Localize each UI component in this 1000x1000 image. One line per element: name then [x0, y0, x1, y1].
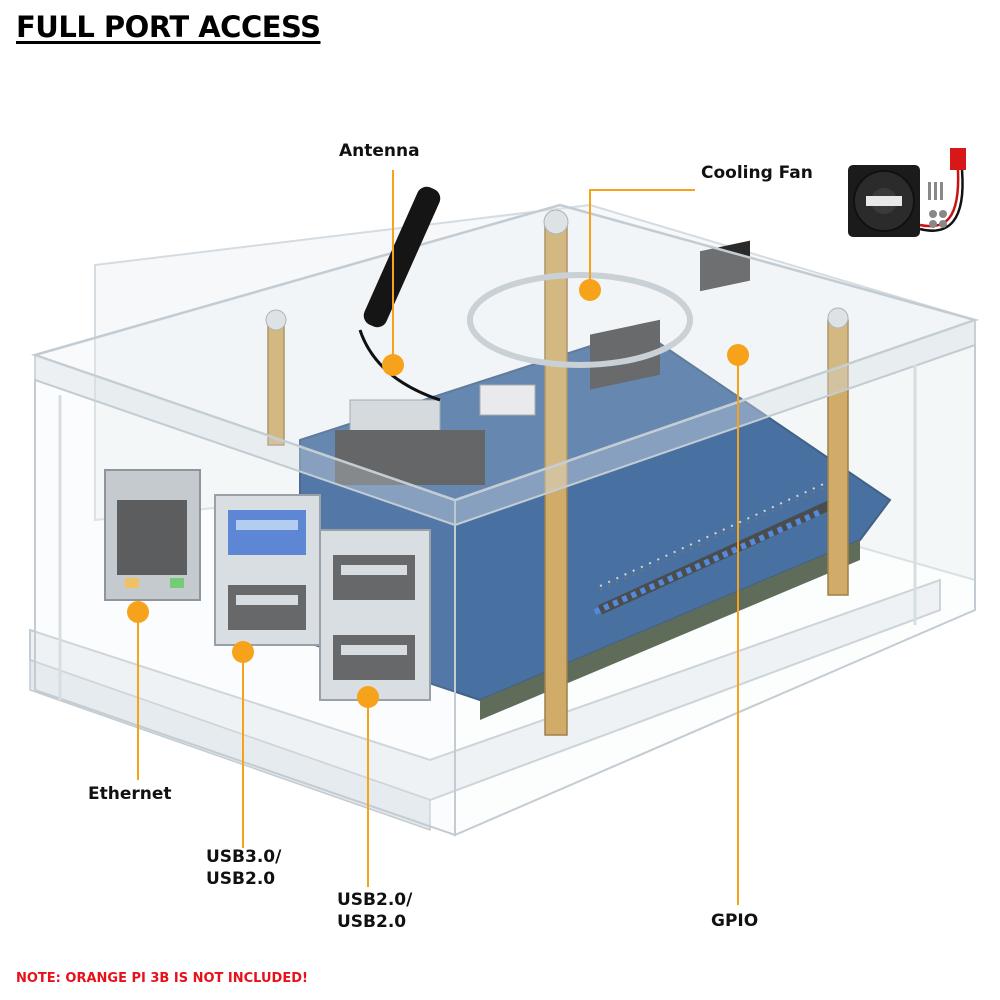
cooling-fan-callout-dot: [579, 279, 601, 301]
case-front-wall: [34, 343, 976, 837]
callout-lines: [137, 170, 739, 905]
antenna-label: Antenna: [339, 141, 420, 161]
antenna-callout-dot: [382, 354, 404, 376]
usb20-callout-dot: [357, 686, 379, 708]
cooling-fan-label: Cooling Fan: [701, 163, 813, 183]
ethernet-callout-dot: [127, 601, 149, 623]
usb30-label-line1: USB3.0/: [206, 847, 282, 867]
usb30-callout-dot: [232, 641, 254, 663]
gpio-header: [593, 480, 833, 615]
usb20-label-line1: USB2.0/: [337, 890, 413, 910]
gpio-label: GPIO: [711, 911, 759, 931]
usb20-label: USB2.0/ USB2.0: [337, 889, 412, 933]
ethernet-port: [104, 469, 201, 601]
cooling-fan-callout-line: [589, 189, 695, 288]
case-bottom-plate: [29, 578, 941, 832]
cooling-fan-thumbnail: [848, 148, 966, 237]
callout-dots: [127, 279, 749, 708]
not-included-note: NOTE: ORANGE PI 3B IS NOT INCLUDED!: [16, 971, 308, 986]
usb30-label: USB3.0/ USB2.0: [206, 846, 281, 890]
usb30-label-line2: USB2.0: [206, 869, 276, 889]
page-title: FULL PORT ACCESS: [16, 10, 321, 44]
usb20-label-line2: USB2.0: [337, 912, 407, 932]
usb20-usb20-port-stack: [319, 529, 431, 701]
gpio-callout-dot: [727, 344, 749, 366]
ethernet-label: Ethernet: [88, 784, 172, 804]
usb30-usb20-port-stack: [214, 494, 321, 646]
